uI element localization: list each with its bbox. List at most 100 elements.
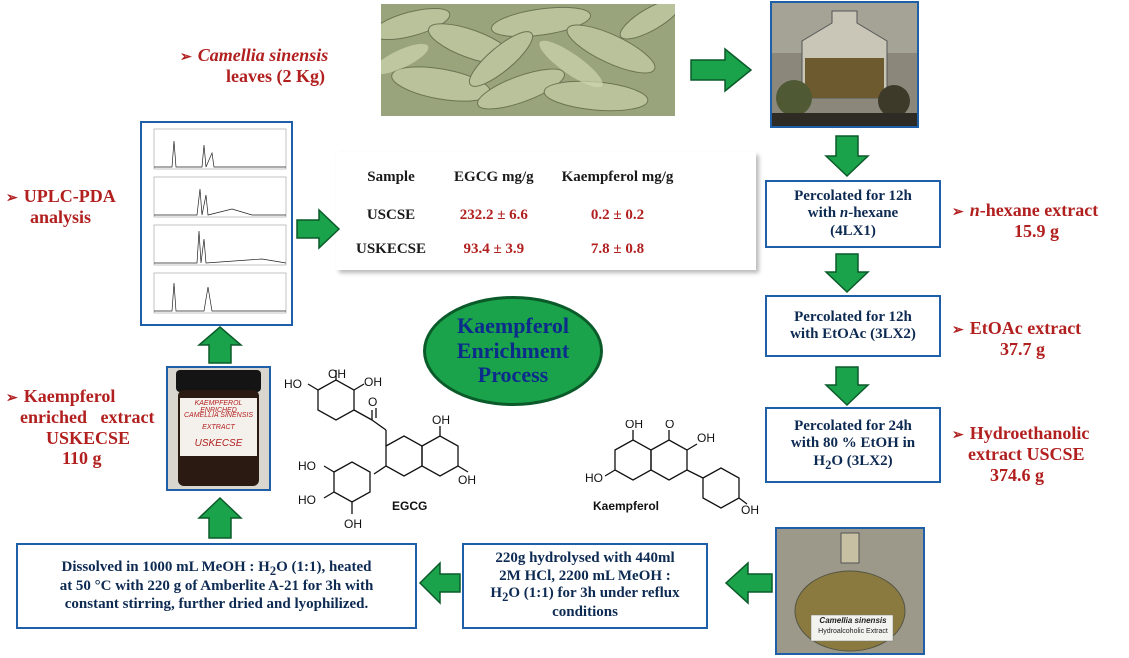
step4-sub: 2: [502, 589, 509, 604]
step2-line2: with EtOAc (3LX2): [790, 326, 916, 342]
arrow-up-jar-icon: [197, 326, 243, 364]
jar-label-line2: CAMELLIA SINENSIS: [184, 412, 253, 419]
hexane-line2: 15.9 g: [1014, 221, 1059, 242]
arrow-down-step1-icon: [824, 253, 870, 294]
arrow-left-flask-icon: [724, 561, 773, 605]
arrow-bullet-icon: ➢: [180, 50, 192, 65]
table-header-row: Sample EGCG mg/g Kaempferol mg/g: [342, 156, 687, 198]
center-title-line2: Enrichment: [456, 337, 570, 363]
step-box-amberlite: Dissolved in 1000 mL MeOH : H2O (1:1), h…: [16, 543, 417, 629]
uplc-line2: analysis: [30, 207, 92, 228]
step2-line1: Percolated for 12h: [794, 308, 912, 325]
kaempferol-structure: OH O OH HO OH Kaempferol: [585, 420, 759, 517]
leaves-illustration: [381, 4, 675, 116]
percolator-photo: [770, 1, 919, 128]
egcg-label: EGCG: [392, 499, 427, 513]
egcg-ho2: HO: [298, 459, 316, 473]
step3-sub: 2: [825, 457, 832, 472]
step1-line2: with: [807, 205, 837, 222]
center-title-line1: Kaempferol: [456, 313, 569, 339]
uplc-line1: UPLC-PDA: [23, 186, 116, 206]
table-header-sample: Sample: [367, 168, 415, 185]
flask-label-line1: Camellia sinensis: [819, 616, 887, 625]
table-row: USKECSE 93.4 ± 3.9 7.8 ± 0.8: [342, 232, 687, 266]
arrow-bullet-icon: ➢: [952, 428, 964, 443]
step4-line3a: H: [490, 584, 503, 601]
flask-label-line2: Hydroalcoholic Extract: [818, 628, 888, 635]
uplc-label: ➢UPLC-PDA analysis: [6, 186, 136, 228]
table-header-egcg: EGCG mg/g: [454, 168, 534, 185]
step4-line2: 2M HCl, 2200 mL MeOH :: [499, 567, 671, 584]
table-cell-sample: USKECSE: [356, 240, 427, 257]
step1-line1: Percolated for 12h: [794, 188, 912, 205]
kaempferol-label: Kaempferol: [593, 499, 659, 513]
step4-line1: 220g hydrolysed with 440ml: [495, 550, 675, 567]
step5-line2: at 50 °C with 220 g of Amberlite A-21 fo…: [59, 578, 374, 595]
table-cell-kaempferol: 7.8 ± 0.8: [590, 240, 645, 257]
egcg-oh2: OH: [364, 375, 382, 389]
etoac-line1: EtOAc extract: [969, 318, 1082, 338]
step3-line2: with 80 % EtOH in: [790, 435, 916, 452]
step1-line2c: -hexane: [848, 205, 899, 222]
kaempferol-oh3: OH: [741, 503, 759, 517]
hydro-line2: extract USCSE: [968, 444, 1085, 465]
table-cell-egcg: 93.4 ± 3.9: [463, 240, 525, 257]
kaempferol-ho: HO: [585, 471, 603, 485]
table-cell-kaempferol: 0.2 ± 0.2: [590, 206, 645, 223]
step-box-etoac: Percolated for 12h with EtOAc (3LX2): [765, 295, 941, 357]
egcg-ho1: HO: [284, 377, 302, 391]
kaempferol-o: O: [665, 420, 674, 431]
hexane-line1: hexane extract: [985, 200, 1099, 220]
leaves-label: ➢ Camellia sinensis leaves (2 Kg): [180, 45, 380, 87]
step-box-hexane: Percolated for 12h with n-hexane (4LX1): [765, 180, 941, 248]
jar-label-line3: EXTRACT: [202, 424, 235, 431]
egcg-oh3: OH: [432, 413, 450, 427]
uplc-chromatogram: [140, 121, 293, 326]
step5-line1b: O (1:1), heated: [276, 559, 372, 576]
arrow-bullet-icon: ➢: [952, 205, 964, 220]
egcg-structure: OH HO OH O OH OH HO HO OH EGCG: [284, 368, 476, 531]
results-table: Sample EGCG mg/g Kaempferol mg/g USCSE 2…: [336, 152, 756, 270]
table-cell-egcg: 232.2 ± 6.6: [459, 206, 528, 223]
flask-photo: Camellia sinensis Hydroalcoholic Extract: [775, 527, 925, 655]
step5-line3: constant stirring, further dried and lyo…: [64, 595, 369, 612]
table-header-kaempferol: Kaempferol mg/g: [561, 168, 674, 185]
kaempferol-line2: enriched: [20, 407, 87, 428]
kaempferol-extract-label: ➢Kaempferol enriched extract USKECSE 110…: [6, 386, 166, 469]
arrow-bullet-icon: ➢: [6, 391, 18, 406]
hydro-line3: 374.6 g: [990, 464, 1044, 485]
leaves-name: Camellia sinensis: [197, 45, 329, 65]
egcg-oh4: OH: [458, 473, 476, 487]
step5-sub: 2: [269, 564, 277, 579]
egcg-o-carbonyl: O: [368, 395, 377, 409]
kaempferol-line2b: extract: [100, 407, 155, 428]
leaves-amount: leaves (2 Kg): [226, 66, 325, 87]
kaempferol-oh1: OH: [625, 420, 643, 431]
step3-line1: Percolated for 24h: [794, 418, 912, 435]
hydro-line1: Hydroethanolic: [969, 423, 1090, 443]
hexane-italic: n: [969, 200, 980, 220]
arrow-right-chromatogram-icon: [296, 208, 341, 250]
step1-italic: n: [839, 205, 849, 222]
flask-illustration: [777, 529, 923, 653]
egcg-ho3: HO: [298, 493, 316, 507]
step-box-ethanol: Percolated for 24h with 80 % EtOH in H2O…: [765, 407, 941, 483]
tea-leaves-photo: [381, 4, 675, 116]
step3-line3b: O (3LX2): [831, 452, 893, 469]
hexane-extract-label: ➢n-hexane extract 15.9 g: [952, 200, 1127, 242]
step3-line3a: H: [813, 452, 826, 469]
chromatogram-traces: [153, 128, 287, 314]
arrow-bullet-icon: ➢: [952, 323, 964, 338]
table-cell-sample: USCSE: [366, 206, 416, 223]
egcg-oh5: OH: [344, 517, 362, 531]
kaempferol-line4: 110 g: [62, 448, 102, 469]
center-title-line3: Process: [477, 362, 549, 388]
table-row: USCSE 232.2 ± 6.6 0.2 ± 0.2: [342, 198, 687, 232]
hydro-extract-label: ➢ Hydroethanolic extract USCSE 374.6 g: [952, 423, 1127, 485]
jar-label-line1: KAEMPFEROL ENRICHED: [194, 400, 243, 414]
arrow-right-leaves-icon: [690, 47, 753, 93]
step1-line3: (4LX1): [830, 222, 876, 239]
arrow-left-hydrolysis-icon: [418, 561, 461, 605]
step4-line3b: O (1:1) for 3h under reflux: [508, 584, 680, 601]
arrow-down-percolator-icon: [824, 135, 870, 178]
